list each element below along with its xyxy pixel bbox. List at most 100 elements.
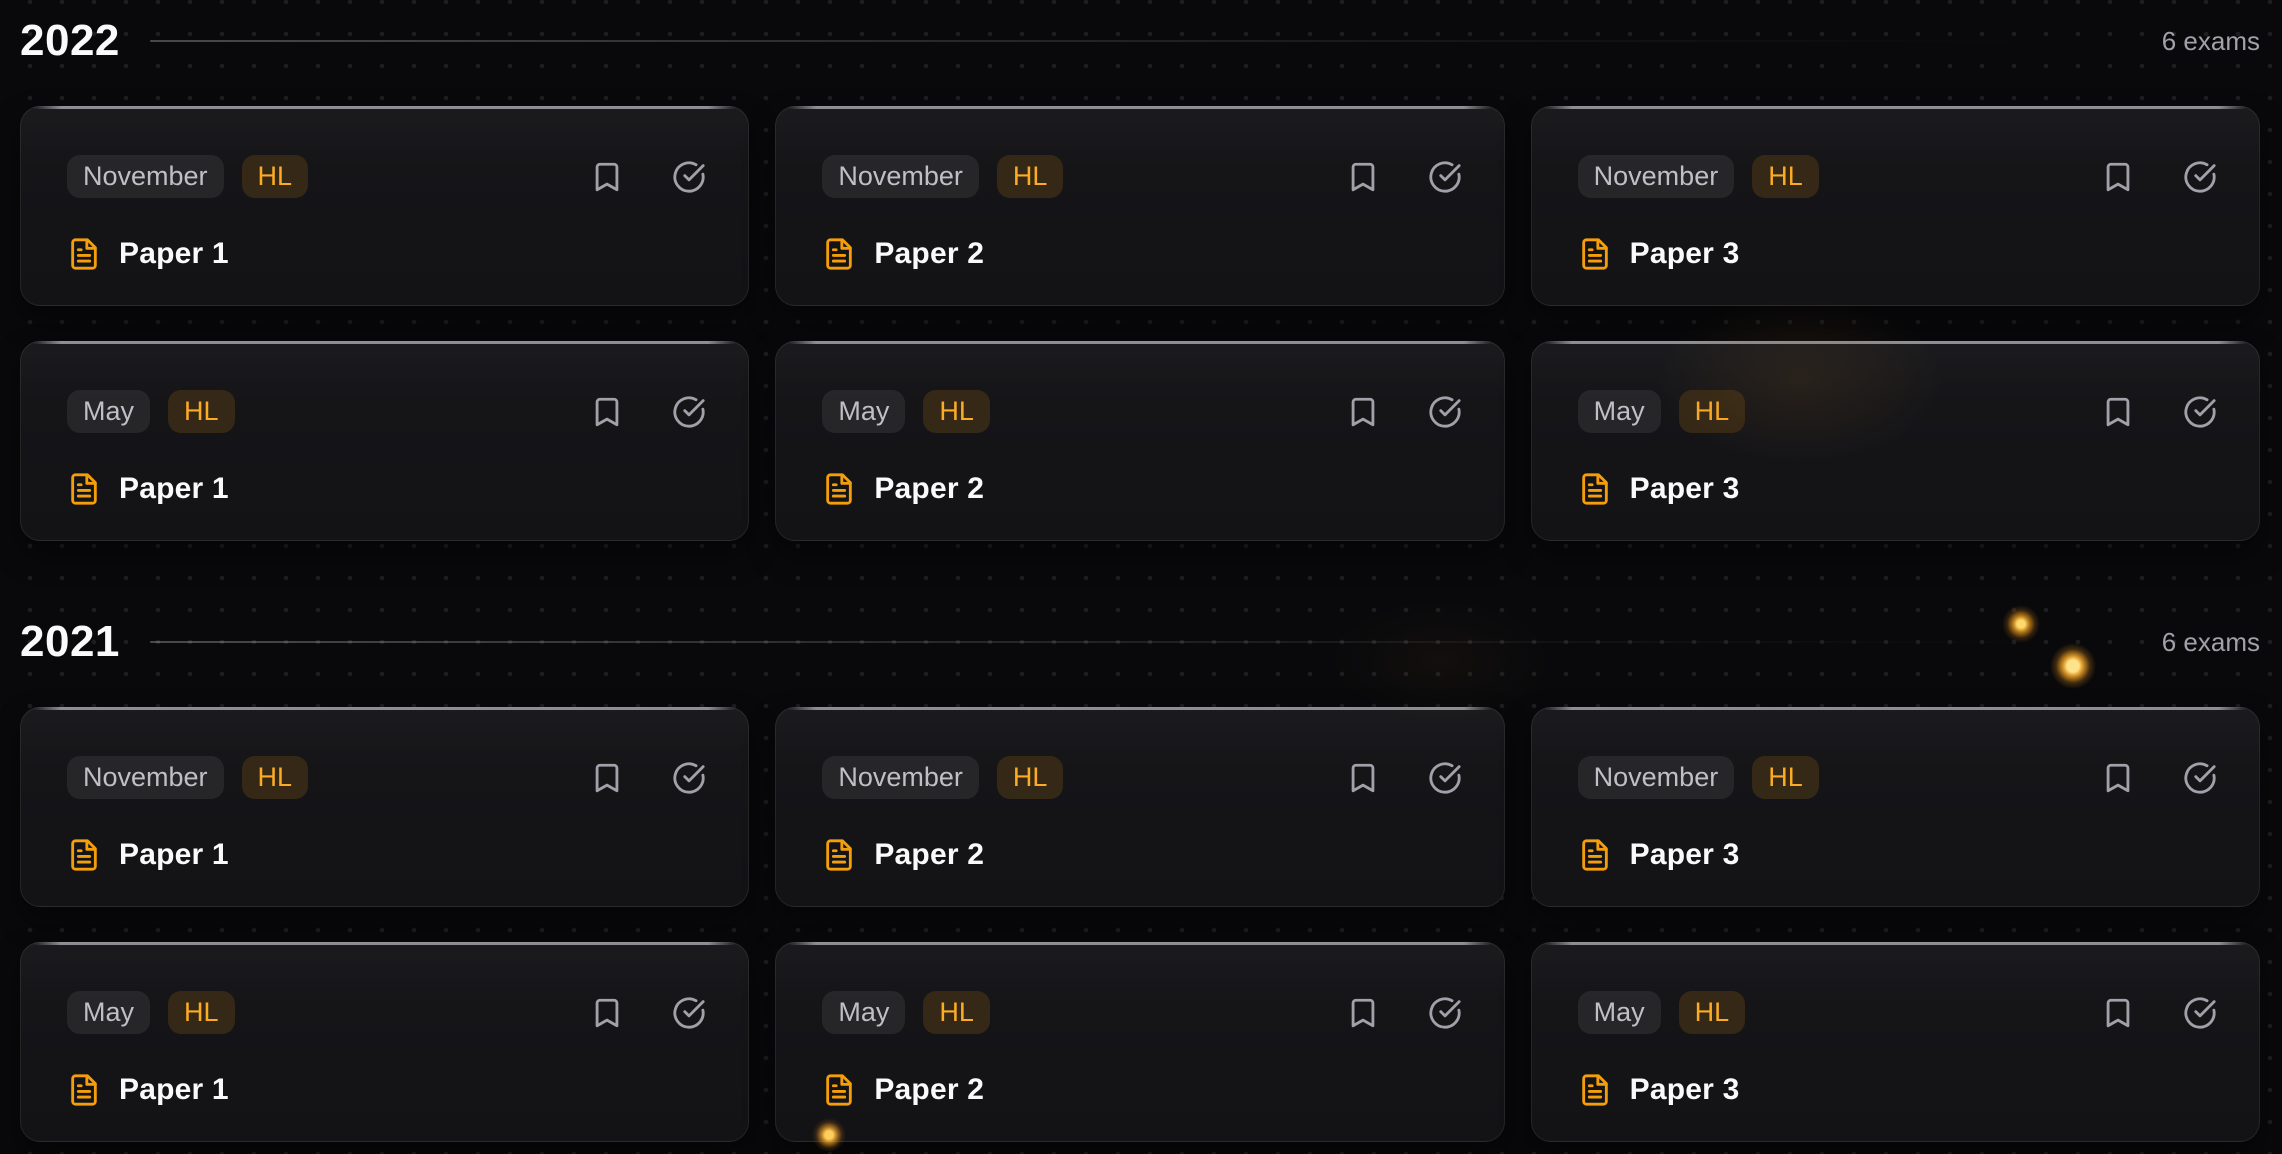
badge-group: May HL <box>822 991 1345 1034</box>
card-title-row: Paper 2 <box>822 1073 1461 1107</box>
exam-card[interactable]: November HL Paper 1 <box>20 106 750 306</box>
card-top-row: May HL <box>822 390 1461 433</box>
mark-complete-button[interactable] <box>2183 395 2217 429</box>
level-badge: HL <box>996 155 1064 198</box>
exam-card[interactable]: November HL Paper 2 <box>775 707 1505 907</box>
session-badge: November <box>67 756 224 799</box>
bookmark-button[interactable] <box>1346 761 1380 795</box>
file-text-icon <box>67 237 101 271</box>
check-circle-icon <box>1428 160 1462 194</box>
session-badge: November <box>822 756 979 799</box>
year-section: 2021 6 exams November HL <box>20 615 2260 1142</box>
paper-title: Paper 2 <box>874 237 985 270</box>
badge-group: May HL <box>1577 390 2101 433</box>
level-badge: HL <box>168 390 235 433</box>
bookmark-button[interactable] <box>1346 395 1380 429</box>
check-circle-icon <box>2183 996 2217 1030</box>
bookmark-button[interactable] <box>590 761 624 795</box>
level-badge: HL <box>1678 991 1746 1034</box>
bookmark-button[interactable] <box>2101 395 2135 429</box>
card-title-row: Paper 3 <box>1578 838 2217 872</box>
exam-card[interactable]: November HL Paper 2 <box>775 106 1505 306</box>
exam-card[interactable]: May HL Paper 3 <box>1530 341 2260 541</box>
check-circle-icon <box>2183 160 2217 194</box>
bookmark-icon <box>1346 996 1380 1030</box>
card-top-row: November HL <box>822 155 1461 198</box>
badge-group: November HL <box>67 155 590 198</box>
card-top-row: November HL <box>822 756 1461 799</box>
year-title: 2022 <box>20 16 120 65</box>
check-circle-icon <box>1428 761 1462 795</box>
check-circle-icon <box>2183 761 2217 795</box>
mark-complete-button[interactable] <box>1428 395 1462 429</box>
exam-grid: November HL Paper 1 <box>20 106 2260 541</box>
year-title: 2021 <box>20 617 120 666</box>
mark-complete-button[interactable] <box>672 996 706 1030</box>
section-divider <box>149 40 2134 42</box>
mark-complete-button[interactable] <box>2183 761 2217 795</box>
exam-grid: November HL Paper 1 <box>20 707 2260 1142</box>
section-header: 2022 6 exams <box>20 14 2260 68</box>
mark-complete-button[interactable] <box>2183 160 2217 194</box>
bookmark-icon <box>2101 996 2135 1030</box>
bookmark-button[interactable] <box>590 996 624 1030</box>
bookmark-icon <box>1346 761 1380 795</box>
mark-complete-button[interactable] <box>1428 996 1462 1030</box>
bookmark-button[interactable] <box>2101 160 2135 194</box>
paper-title: Paper 1 <box>119 472 229 505</box>
card-top-row: November HL <box>67 756 706 799</box>
session-badge: May <box>1577 991 1661 1034</box>
badge-group: November HL <box>822 756 1345 799</box>
mark-complete-button[interactable] <box>1428 160 1462 194</box>
bookmark-button[interactable] <box>590 395 624 429</box>
bookmark-icon <box>590 160 624 194</box>
session-badge: November <box>1577 756 1735 799</box>
bookmark-button[interactable] <box>590 160 624 194</box>
bookmark-button[interactable] <box>1346 160 1380 194</box>
card-title-row: Paper 1 <box>67 237 706 271</box>
mark-complete-button[interactable] <box>1428 761 1462 795</box>
check-circle-icon <box>672 761 706 795</box>
badge-group: November HL <box>822 155 1345 198</box>
bookmark-button[interactable] <box>1346 996 1380 1030</box>
card-top-row: November HL <box>1577 155 2217 198</box>
session-badge: November <box>67 155 224 198</box>
mark-complete-button[interactable] <box>672 160 706 194</box>
exam-card[interactable]: November HL Paper 3 <box>1530 707 2260 907</box>
card-actions <box>590 395 706 429</box>
card-title-row: Paper 3 <box>1578 472 2217 506</box>
badge-group: November HL <box>1577 756 2101 799</box>
level-badge: HL <box>241 155 309 198</box>
exam-card[interactable]: May HL Paper 1 <box>20 341 750 541</box>
level-badge: HL <box>996 756 1064 799</box>
exam-card[interactable]: November HL Paper 3 <box>1530 106 2260 306</box>
paper-title: Paper 2 <box>874 1073 985 1106</box>
card-top-row: May HL <box>1577 390 2217 433</box>
bookmark-button[interactable] <box>2101 761 2135 795</box>
card-actions <box>2101 761 2217 795</box>
file-text-icon <box>1578 237 1612 271</box>
exam-card[interactable]: May HL Paper 3 <box>1530 942 2260 1142</box>
mark-complete-button[interactable] <box>672 761 706 795</box>
exam-card[interactable]: May HL Paper 1 <box>20 942 750 1142</box>
card-top-row: November HL <box>67 155 706 198</box>
paper-title: Paper 3 <box>1629 1073 1740 1106</box>
exam-card[interactable]: May HL Paper 2 <box>775 341 1505 541</box>
mark-complete-button[interactable] <box>672 395 706 429</box>
exam-card[interactable]: November HL Paper 1 <box>20 707 750 907</box>
bookmark-icon <box>1346 160 1380 194</box>
badge-group: November HL <box>67 756 590 799</box>
badge-group: May HL <box>822 390 1345 433</box>
card-top-row: May HL <box>1577 991 2217 1034</box>
bookmark-button[interactable] <box>2101 996 2135 1030</box>
paper-title: Paper 3 <box>1629 237 1740 270</box>
level-badge: HL <box>1678 390 1746 433</box>
card-actions <box>590 160 706 194</box>
card-title-row: Paper 3 <box>1578 1073 2217 1107</box>
bookmark-icon <box>2101 761 2135 795</box>
card-top-row: May HL <box>67 390 706 433</box>
bookmark-icon <box>590 395 624 429</box>
exam-card[interactable]: May HL Paper 2 <box>775 942 1505 1142</box>
mark-complete-button[interactable] <box>2183 996 2217 1030</box>
